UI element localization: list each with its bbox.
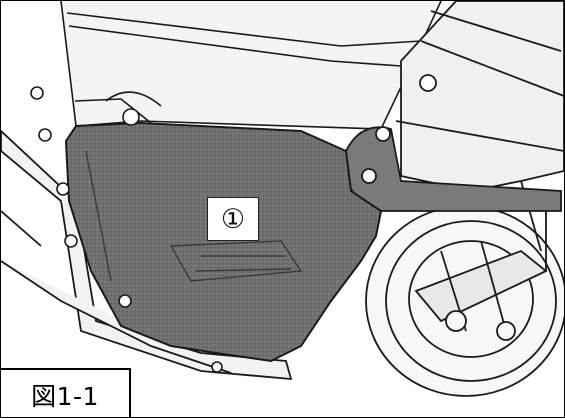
panel-bolts (30, 86, 223, 373)
floor-panel (60, 1, 442, 132)
liner-details (85, 150, 303, 282)
figure-caption: 図1-1 (1, 368, 131, 417)
part-callout-1: ① (207, 197, 259, 241)
wheel-hub-assembly (365, 180, 564, 397)
rear-member (395, 1, 564, 192)
liner-panel (64, 121, 383, 363)
